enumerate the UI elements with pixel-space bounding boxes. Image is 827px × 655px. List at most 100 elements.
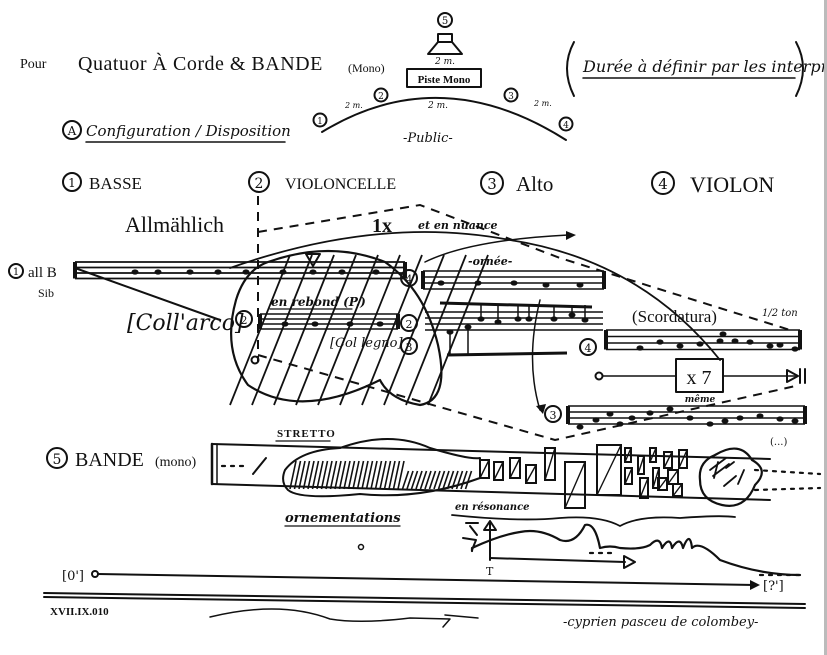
scribble-stroke xyxy=(433,470,441,490)
scribble-stroke xyxy=(401,470,410,490)
note-head xyxy=(716,338,724,344)
note-head xyxy=(686,415,694,421)
speaker-icon xyxy=(427,33,463,55)
title: Quatuor À Corde & BANDE xyxy=(78,52,323,75)
bande-block-hatch xyxy=(678,449,688,469)
duration-note-text: Durée à définir par les interprètes xyxy=(582,57,827,76)
bande-block-hatch xyxy=(652,467,660,489)
note-head xyxy=(242,269,250,275)
scribble-stroke xyxy=(446,470,455,490)
scribble-stroke xyxy=(388,460,396,490)
pour-label: Pour xyxy=(20,57,47,72)
curved-arrow-to-alto xyxy=(531,299,541,411)
scribble-stroke xyxy=(307,460,315,490)
note-head xyxy=(309,269,317,275)
scordatura-staff xyxy=(604,329,802,352)
alto-bottom-staff xyxy=(566,405,807,430)
scribble-stroke xyxy=(410,470,419,490)
timeline-arrow xyxy=(750,580,760,590)
position-4: 4 xyxy=(563,121,569,131)
bande-number: 5 xyxy=(53,452,62,468)
scordatura-interval: 1/2 ton xyxy=(762,308,798,319)
bass-label: 1 all B Sib xyxy=(8,263,57,300)
instrument-4-name: VIOLON xyxy=(690,172,774,197)
note-head xyxy=(474,280,482,286)
arc-distance: 2 m. xyxy=(427,101,448,111)
note-head xyxy=(656,339,664,345)
cello-right-circle xyxy=(400,314,418,332)
cluster-blob-hatch xyxy=(709,457,745,487)
bande-block-hatch xyxy=(544,447,556,481)
scribble-stroke xyxy=(361,460,369,490)
scribble-stroke xyxy=(374,460,383,490)
cello-left-marker: 2 xyxy=(241,314,248,327)
stretto-label: STRETTO xyxy=(277,428,336,440)
coll-arco-line xyxy=(74,267,221,321)
bass-tuning: Sib xyxy=(38,286,54,300)
en-rebond-label: en rebond (P.) xyxy=(271,295,366,309)
alto-right-marker: 3 xyxy=(406,341,413,354)
note-head xyxy=(636,345,644,351)
alto-bottom-marker: 3 xyxy=(550,409,557,422)
bande-suffix: (mono) xyxy=(155,455,197,470)
allmahlich-label: Allmählich xyxy=(125,212,224,237)
cue-point xyxy=(250,355,260,365)
bande-label: 5 BANDE (mono) xyxy=(46,447,197,471)
note-head xyxy=(214,269,222,275)
note-head xyxy=(346,321,354,327)
curved-arrow-head xyxy=(536,404,546,414)
instrument-2-number: 2 xyxy=(255,176,264,192)
instrument-4-circle xyxy=(651,171,675,195)
note-head xyxy=(437,280,445,286)
violin-top-circle xyxy=(400,269,418,287)
bande-block-hatch xyxy=(624,467,633,485)
speaker-number-circle xyxy=(437,12,453,28)
repeat-box-label: x 7 xyxy=(687,367,712,389)
bande-block xyxy=(479,459,490,479)
scribble-stroke xyxy=(325,460,333,490)
note-head xyxy=(776,416,784,422)
bande-blocks xyxy=(479,444,688,509)
instrument-2-name: VIOLONCELLE xyxy=(285,176,396,193)
timeline-end: [?'] xyxy=(763,579,784,594)
note-head xyxy=(791,346,799,352)
bande-name: BANDE xyxy=(75,449,144,471)
envelope-x-axis xyxy=(489,557,626,563)
note-head xyxy=(376,321,384,327)
speaker-number: 5 xyxy=(442,16,448,27)
footer-flourish xyxy=(209,608,479,628)
instrument-2-circle xyxy=(248,171,270,193)
scribble-stroke xyxy=(343,460,351,490)
bass-label-number: 1 xyxy=(13,267,19,278)
violin-top-staff xyxy=(421,270,606,290)
scribble-stroke xyxy=(298,460,306,490)
audience-label: -Public- xyxy=(403,131,453,146)
hatch-line xyxy=(251,254,313,406)
bande-block xyxy=(678,449,688,469)
ornementations-label: ornementations xyxy=(285,511,401,526)
cello-left-circle xyxy=(235,310,253,328)
bande-block-hatch xyxy=(637,455,645,475)
instrument-1-heading: 1 BASSE xyxy=(62,172,142,193)
scribble-stroke xyxy=(316,460,324,490)
bande-block xyxy=(663,451,673,469)
position-3-distance: 2 m. xyxy=(533,99,552,108)
note-head xyxy=(628,415,636,421)
footer-date: XVII.IX.010 xyxy=(50,606,109,618)
track-label: Piste Mono xyxy=(418,74,471,86)
scribble-stroke xyxy=(437,470,446,490)
repeat-note: et en nuance xyxy=(418,219,498,232)
note-head xyxy=(676,343,684,349)
bande-track xyxy=(210,442,822,501)
resonance-envelope-curve xyxy=(470,523,802,577)
dashed-envelope-bottom xyxy=(257,354,801,442)
scribble-stroke xyxy=(428,470,437,490)
paren-left xyxy=(566,41,575,97)
bande-block-hatch xyxy=(525,464,537,484)
note-head xyxy=(736,415,744,421)
violin-top-marker: 4 xyxy=(406,273,413,286)
note-head xyxy=(186,269,194,275)
footer-signature: -cyprien pasceu de colombey- xyxy=(563,615,758,630)
position-1-circle xyxy=(312,112,328,128)
hatch-line xyxy=(361,254,423,406)
